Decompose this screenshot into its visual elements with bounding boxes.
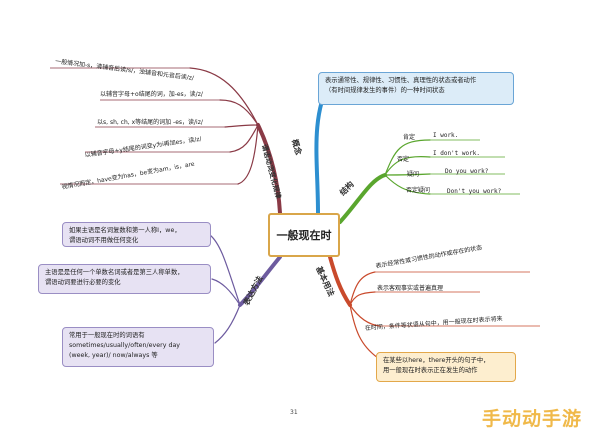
usage-branch-line bbox=[328, 255, 352, 307]
usage-box-line-1: 在某些以here，there开头的句子中， bbox=[383, 357, 490, 364]
usage-item-1: 表示经常性或习惯性的动作或存在的状态 bbox=[375, 243, 483, 270]
expression-label: 表达方法 bbox=[240, 274, 264, 308]
structure-affirmative-label: 肯定 bbox=[403, 133, 415, 141]
structure-question-label: 疑问 bbox=[407, 170, 419, 178]
structure-affirmative-example: I work. bbox=[433, 132, 458, 139]
structure-label: 结构 bbox=[337, 179, 355, 197]
structure-negative-label: 否定 bbox=[397, 155, 409, 163]
concept-label: 概念 bbox=[290, 138, 304, 156]
expression-box-2: 主语是是任何一个单数名词或者是第三人称单数， 谓语动词要进行必要的变化 bbox=[38, 264, 211, 294]
expression-box-2-line-2: 谓语动词要进行必要的变化 bbox=[45, 279, 121, 286]
usage-item-2: 表示客观事实或普遍真理 bbox=[377, 284, 443, 292]
center-topic: 一般现在时 bbox=[268, 213, 340, 257]
expression-box-3-line-2: sometimes/usually/often/every day bbox=[69, 342, 181, 349]
center-title: 一般现在时 bbox=[276, 229, 332, 242]
concept-line-1: 表示通常性、规律性、习惯性、真理性的状态或者动作 bbox=[325, 77, 477, 84]
verb-rules-label: 谓语动词变化规律 bbox=[260, 143, 283, 199]
concept-line-2: （有时间规律发生的事件）的一种时间状态 bbox=[325, 87, 445, 94]
structure-branch-line bbox=[338, 173, 387, 224]
verb-rule-2: 以辅音字母+o结尾的词，加-es，读/z/ bbox=[100, 90, 204, 98]
verb-rule-3: 以s, sh, ch, x等结尾的词加 -es，读/iz/ bbox=[97, 118, 204, 126]
expression-branch-line bbox=[238, 255, 282, 307]
watermark: 手动动手游 bbox=[482, 408, 583, 430]
usage-box-line-2: 用一般现在时表示正在发生的动作 bbox=[383, 367, 478, 374]
usage-item-3: 在时间，条件等状语从句中，用一般现在时表示将来 bbox=[365, 314, 503, 332]
page-number: 31 bbox=[290, 409, 298, 416]
structure-negative-question-label: 否定疑问 bbox=[406, 186, 430, 194]
expression-box-3-line-1: 常用于一般现在时的词语有 bbox=[69, 332, 145, 339]
expression-box-1: 如果主语是名词复数和第一人称I，we， 谓语动词不用做任何变化 bbox=[62, 222, 211, 247]
verb-rule-1: 一般情况加-s，清辅音后读/s/，浊辅音和元音后读/z/ bbox=[55, 57, 196, 82]
structure-negative-question-example: Don't you work? bbox=[447, 188, 502, 195]
verb-rule-5: 视情况而定，have变为has，be变为am，is，are bbox=[61, 160, 195, 191]
expression-box-3: 常用于一般现在时的词语有 sometimes/usually/often/eve… bbox=[62, 327, 214, 367]
structure-question-example: Do you work? bbox=[445, 168, 489, 175]
usage-box: 在某些以here，there开头的句子中， 用一般现在时表示正在发生的动作 bbox=[376, 352, 516, 382]
expression-box-3-line-3: (week, year)/ now/always 等 bbox=[69, 352, 158, 359]
concept-box: 表示通常性、规律性、习惯性、真理性的状态或者动作 （有时间规律发生的事件）的一种… bbox=[318, 72, 514, 105]
expression-box-2-line-1: 主语是是任何一个单数名词或者是第三人称单数， bbox=[45, 269, 184, 276]
expression-box-1-line-2: 谓语动词不用做任何变化 bbox=[69, 237, 139, 244]
verb-rule-4: 以辅音字母+y结尾的词变y为i再加es，读/z/ bbox=[84, 135, 203, 159]
expression-box-1-line-1: 如果主语是名词复数和第一人称I，we， bbox=[69, 227, 181, 234]
structure-negative-example: I don't work. bbox=[433, 150, 480, 157]
verb-rules-branch-line bbox=[256, 123, 282, 215]
